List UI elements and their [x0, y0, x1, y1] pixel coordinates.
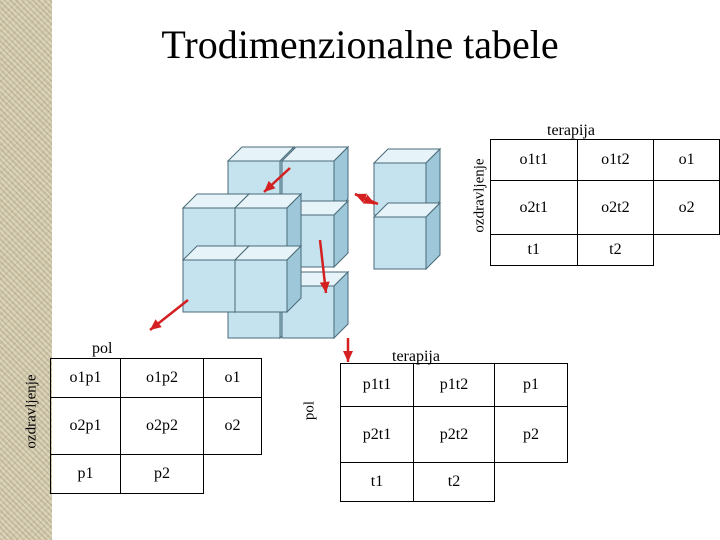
table-cell [495, 463, 568, 502]
arrowhead [150, 319, 162, 330]
top-table-col-header: terapija [547, 122, 595, 139]
table-cell: o2t2 [576, 180, 655, 235]
table-row: p1t1 p1t2 p1 [340, 363, 568, 407]
table-cell: o2p2 [120, 397, 204, 455]
arrowhead [264, 180, 276, 192]
table-cell: p2t1 [340, 406, 414, 463]
cube-front-face [182, 259, 236, 313]
arrowhead [343, 351, 353, 362]
arrowhead [319, 281, 330, 293]
table-cell: p1 [494, 363, 568, 407]
table-cell: p1t2 [413, 363, 495, 407]
top-table: o1t1 o1t2 o1 o2t1 o2t2 o2 t1 t2 [490, 139, 720, 266]
table-cell: t2 [413, 462, 495, 502]
table-cell: o1p1 [50, 358, 121, 398]
table-cell [654, 235, 720, 266]
table-cell: t1 [340, 462, 414, 502]
table-cell: o2 [653, 180, 720, 235]
table-cell: p2 [120, 454, 204, 494]
table-cell: o2t1 [490, 180, 578, 235]
left-table-row-header: ozdravljenje [23, 374, 40, 449]
arrowhead [355, 193, 368, 203]
table-cell: t1 [490, 234, 578, 266]
table-row: t1 t2 [340, 462, 568, 502]
table-cell: p2t2 [413, 406, 495, 463]
right-table: p1t1 p1t2 p1 p2t1 p2t2 p2 t1 t2 [340, 363, 568, 502]
table-row: o1t1 o1t2 o1 [490, 139, 720, 181]
table-row: p2t1 p2t2 p2 [340, 406, 568, 463]
side-texture-strip [0, 0, 52, 540]
table-cell: o2 [203, 397, 262, 455]
left-table-col-header: pol [92, 340, 113, 357]
page-title: Trodimenzionalne tabele [161, 22, 559, 67]
table-cell: o1t1 [490, 139, 578, 181]
table-row: o2p1 o2p2 o2 [50, 397, 262, 455]
table-cell: o1 [653, 139, 720, 181]
table-cell: o1p2 [120, 358, 204, 398]
top-table-row-header: ozdravljenje [471, 158, 488, 233]
table-cell: t2 [576, 234, 655, 266]
table-cell: o1 [203, 358, 262, 398]
table-cell: p2 [494, 406, 568, 463]
table-cell: p1 [50, 454, 121, 494]
table-cell: p1t1 [340, 363, 414, 407]
table-cell [204, 455, 262, 494]
right-table-col-header: terapija [392, 348, 440, 365]
right-table-row-header: pol [301, 400, 318, 421]
table-row: t1 t2 [490, 234, 720, 266]
cube-front-face [234, 259, 288, 313]
table-cell: o1t2 [576, 139, 655, 181]
table-cell: o2p1 [50, 397, 121, 455]
table-row: o2t1 o2t2 o2 [490, 180, 720, 235]
table-row: p1 p2 [50, 454, 262, 494]
table-row: o1p1 o1p2 o1 [50, 358, 262, 398]
cube-front-face [373, 216, 427, 270]
left-table: o1p1 o1p2 o1 o2p1 o2p2 o2 p1 p2 [50, 358, 262, 494]
